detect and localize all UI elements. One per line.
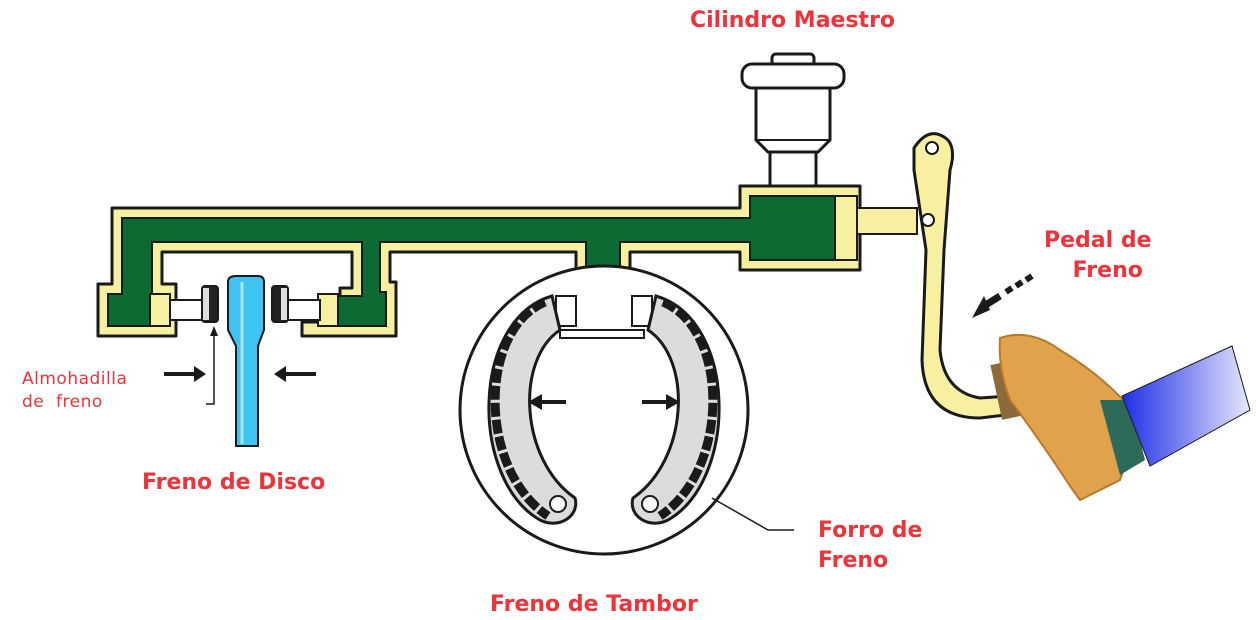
brake-pedal-label-line1: Pedal de [1044,228,1152,253]
trouser [1121,345,1251,467]
brake-pad-label: Almohadilla de freno [22,368,127,414]
brake-lining-label-line2: Freno [818,547,889,573]
master-cylinder-label: Cilindro Maestro [690,8,896,33]
brake-pedal-label: Pedal de Freno [1044,226,1152,285]
disc-brake-label: Freno de Disco [142,470,326,495]
brake-disc [227,275,265,447]
foot [990,333,1251,502]
brake-lining-label: Forro de Freno [818,516,922,575]
brake-lining-label-line1: Forro de [818,518,923,543]
brake-pad-label-line2: de freno [22,391,103,412]
reservoir [740,52,846,188]
pushrod [856,207,918,235]
brake-shoe-right [630,294,721,525]
master-cylinder-piston [834,195,858,261]
brake-pad-label-line1: Almohadilla [22,369,128,389]
drum-brake [458,264,794,556]
push-arrow [972,273,1034,318]
drum-brake-label: Freno de Tambor [490,592,698,617]
lining-leader-line [711,497,794,531]
brake-pedal-label-line2: Freno [1072,257,1143,283]
disc-brake [149,275,339,447]
brake-shoe-left [487,294,578,525]
brake-pedal [912,132,1034,420]
